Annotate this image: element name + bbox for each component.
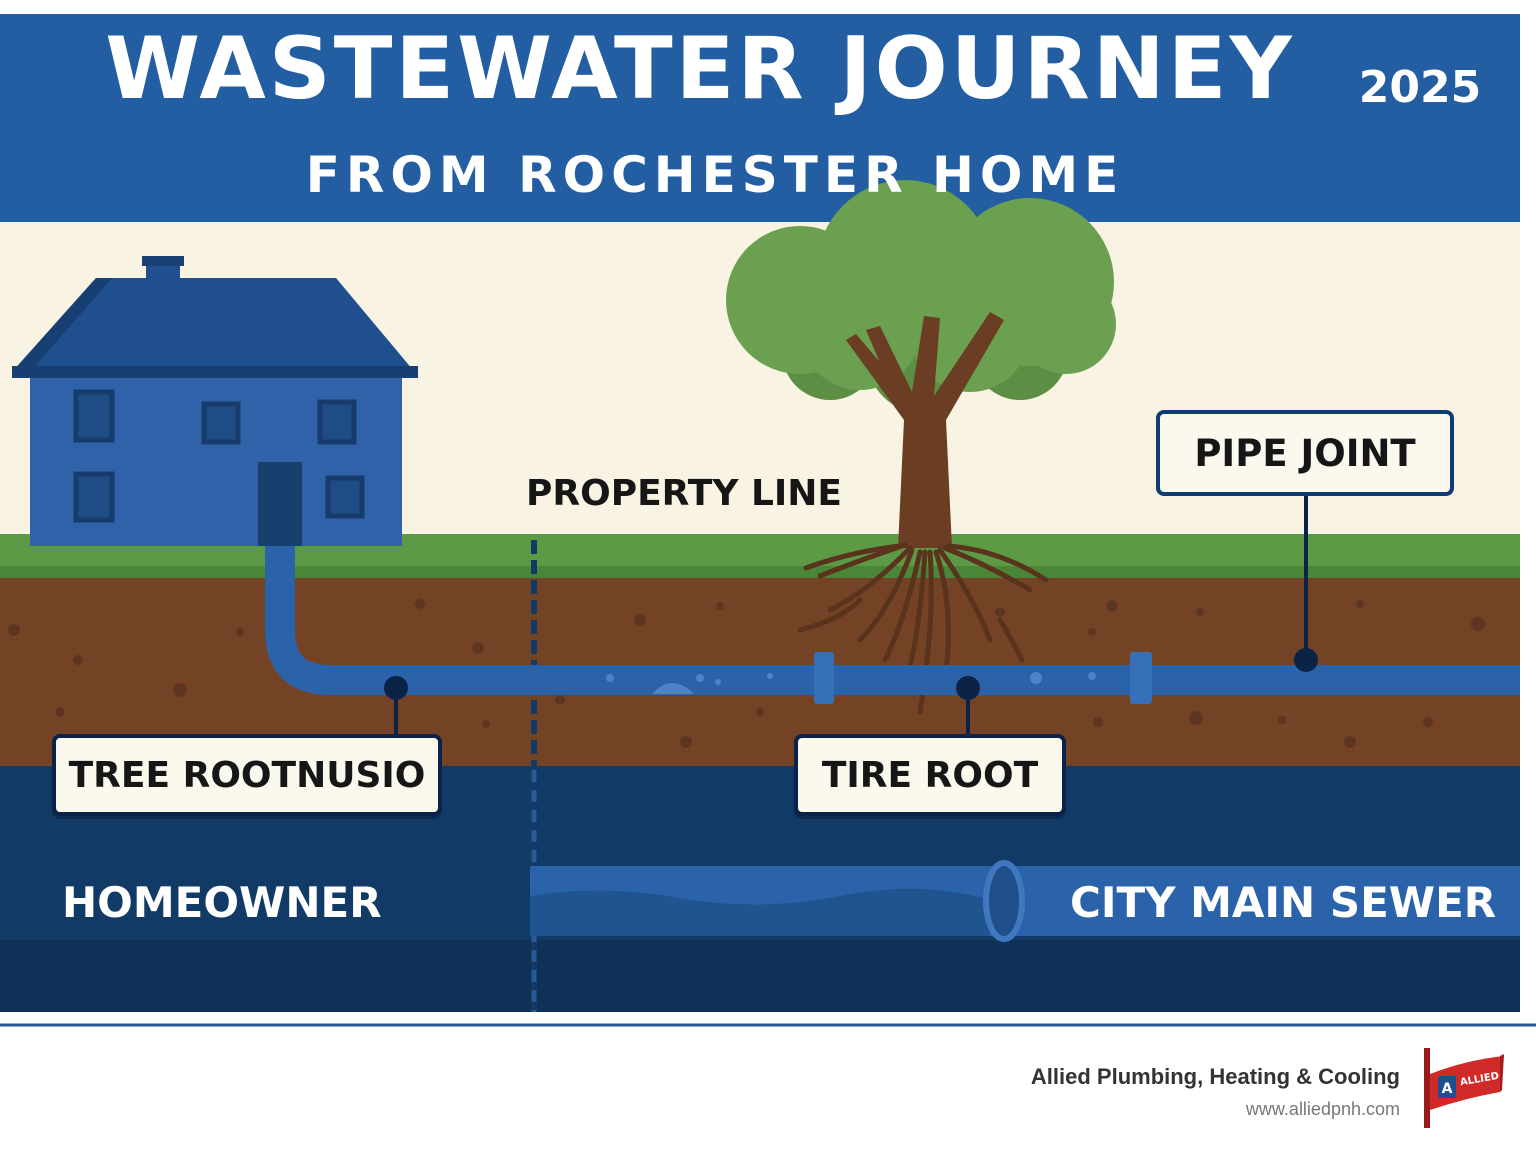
house-roof <box>12 278 418 376</box>
footer-website[interactable]: www.alliedpnh.com <box>1245 1099 1400 1119</box>
tree-trunk <box>866 312 1004 548</box>
deep-underground-lower <box>0 940 1520 1012</box>
pipe-joint-callout: PIPE JOINT <box>1156 410 1454 496</box>
callout-connectors <box>384 494 1318 738</box>
svg-text:A: A <box>1442 1081 1453 1097</box>
banner-year: 2025 <box>1358 62 1482 113</box>
property-line-label: PROPERTY LINE <box>526 473 843 514</box>
pipe-bubbles <box>606 672 1096 685</box>
tire-root-callout: TIRE ROOT <box>794 734 1066 816</box>
city-main-sewer-label: CITY MAIN SEWER <box>1070 878 1497 927</box>
banner-subtitle: FROM ROCHESTER HOME <box>305 146 1125 204</box>
tree-root-callout: TREE ROOTNUSIO <box>52 734 442 816</box>
banner-background <box>0 14 1520 222</box>
allied-logo: A ALLIED <box>1424 1048 1504 1128</box>
house-lateral-pipe <box>265 546 1520 695</box>
soil-specks <box>8 599 1485 748</box>
grass-edge <box>0 566 1520 578</box>
pipe-coupling-right <box>1130 652 1152 704</box>
city-sewer-joint <box>983 860 1025 942</box>
tree-roots <box>797 542 1049 715</box>
homeowner-label: HOMEOWNER <box>62 878 382 927</box>
house-door <box>258 462 302 546</box>
footer-company-name: Allied Plumbing, Heating & Cooling <box>1030 1064 1400 1089</box>
tree-illustration <box>726 180 1116 715</box>
pipe-coupling-left <box>814 652 834 704</box>
house-windows <box>73 389 365 523</box>
house-illustration <box>12 256 418 546</box>
banner-title: WASTEWATER JOURNEY <box>105 19 1295 119</box>
